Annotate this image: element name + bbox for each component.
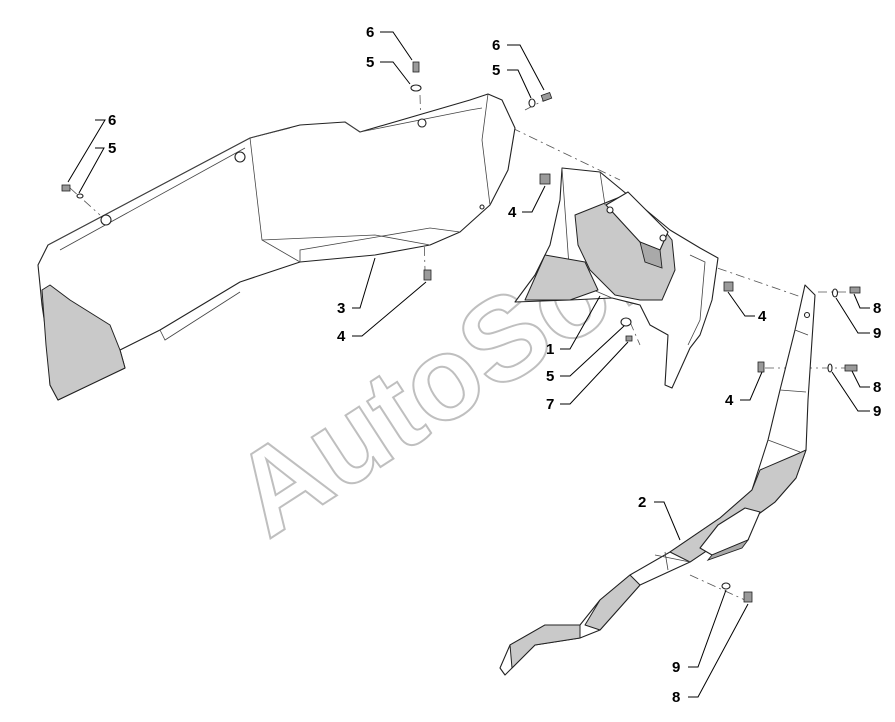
callout-4-c: 4 [758,308,767,325]
screw-6-top [412,61,420,73]
callout-6-left: 6 [108,112,116,129]
callout-6-right: 6 [492,37,500,54]
bolt-8-a [849,286,861,294]
part-3-side-panel [37,93,516,401]
leader-lines [67,31,870,698]
washer-9-b [827,363,833,373]
callout-5-center: 5 [546,368,554,385]
callout-9-a: 9 [873,325,881,342]
clip-4-d [757,361,765,373]
washer-5-right [528,98,536,108]
callout-7: 7 [546,396,554,413]
nut-7 [625,335,633,342]
washer-5-left [76,193,84,199]
clip-4-c [723,281,734,292]
part-1-center-bracket [514,167,719,389]
callout-4-a: 4 [508,204,517,221]
washer-9-c [721,582,731,590]
callout-1: 1 [546,341,554,358]
clip-4-b [423,269,432,281]
callout-8-a: 8 [873,300,881,317]
callout-5-left: 5 [108,140,116,157]
callout-8-b: 8 [873,379,881,396]
callout-4-d: 4 [725,392,734,409]
part-2-lower-panel [499,284,816,676]
callout-6-top: 6 [366,24,374,41]
callout-8-c: 8 [672,689,680,706]
callout-3: 3 [337,300,345,317]
clip-4-a [539,173,551,185]
bolt-8-c [743,591,753,603]
washer-9-a [831,288,839,298]
callout-9-c: 9 [672,659,680,676]
callout-5-top: 5 [366,54,374,71]
screw-6-right [540,91,553,102]
screw-6-left [61,184,71,192]
callout-5-right: 5 [492,62,500,79]
hardware [61,61,861,603]
callout-9-b: 9 [873,403,881,420]
washer-5-top [410,84,422,92]
bolt-8-b [844,364,858,372]
callout-4-b: 4 [337,328,346,345]
callout-2: 2 [638,494,646,511]
washer-5-center [620,317,632,327]
callout-labels: 6 5 6 5 6 5 4 3 4 1 5 7 4 8 9 4 8 9 2 9 … [108,24,881,706]
